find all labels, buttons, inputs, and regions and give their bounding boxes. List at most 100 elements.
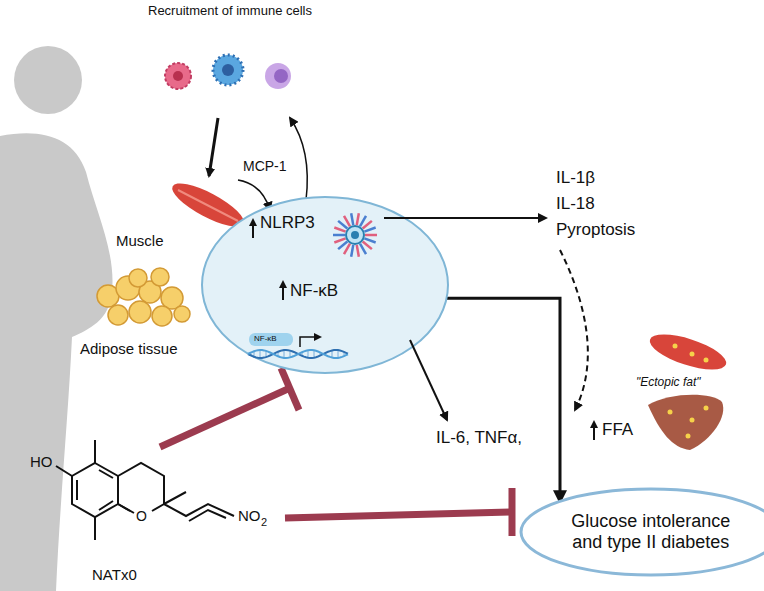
outcome-text: Glucose intolerance and type II diabetes: [561, 511, 741, 552]
drawing-part: [338, 241, 347, 249]
drawing-part: [72, 463, 118, 517]
drawing-part: [151, 268, 169, 286]
drawing-part: [364, 238, 375, 242]
drawing-part: [704, 358, 709, 363]
caption-label: Recruitment of immune cells: [142, 4, 318, 19]
drawing-part: [686, 434, 691, 439]
drawing-part: [344, 244, 350, 254]
atom-label: O: [136, 508, 147, 524]
drawing-part: [410, 340, 447, 420]
drawing-part: [248, 350, 348, 358]
drawing-part: [160, 388, 290, 447]
drawing-part: [77, 470, 113, 510]
atom-label: NO: [238, 507, 261, 524]
outcome-ellipse: Glucose intolerance and type II diabetes: [518, 486, 764, 578]
drawing-part: [360, 216, 366, 226]
drawing-part: [56, 440, 134, 540]
cell-arrows: [384, 218, 546, 420]
drawing-part: [351, 231, 359, 239]
process-label: Pyroptosis: [556, 220, 635, 240]
drawing-part: [164, 492, 234, 516]
drawing-part: [274, 69, 288, 83]
drawing-part: [560, 250, 588, 410]
drawing-part: [290, 118, 307, 200]
drawing-part: [704, 406, 709, 411]
ellipse-shape: [521, 489, 764, 575]
nfkb-pill: [249, 333, 293, 346]
drawing-part: [248, 350, 348, 358]
drawing-part: [351, 213, 353, 225]
drawing-part: [165, 63, 191, 89]
drawing-part: [174, 306, 190, 322]
drawing-part: [334, 238, 345, 242]
drawing-part: [118, 463, 164, 511]
immune-cells: [165, 55, 291, 89]
drawing-part: [668, 410, 673, 415]
drawing-part: [14, 46, 82, 114]
drawing-part: [365, 234, 377, 237]
drawing-part: [357, 245, 359, 257]
drawing-part: [384, 217, 546, 219]
drawing-part: [646, 327, 730, 376]
atom-label: 2: [261, 516, 267, 529]
drawing-part: [260, 350, 261, 358]
flow-arrow: [447, 298, 560, 501]
person-silhouette: [0, 46, 113, 591]
drawing-part: [108, 305, 128, 325]
drawing-part: [690, 352, 695, 357]
drawing-part: [129, 301, 151, 323]
compound-name: NATx0: [92, 566, 137, 583]
drawing-part: [209, 118, 218, 176]
dna-icon: [248, 350, 348, 358]
up-arrows: [253, 220, 594, 440]
tissue-label: Muscle: [116, 232, 164, 249]
ellipse-shape: [202, 197, 448, 373]
drawing-part: [364, 227, 375, 231]
inhibition-bars: [160, 368, 512, 536]
drawing-part: [189, 510, 226, 521]
drawing-part: [363, 221, 372, 229]
drawing-part: [351, 245, 353, 257]
drawing-part: [673, 344, 678, 349]
drawing-part: [284, 350, 285, 358]
drawing-part: [593, 422, 595, 440]
drawing-part: [360, 244, 366, 254]
drawing-part: [308, 350, 309, 358]
factor-label: NF-κB: [254, 334, 277, 343]
drawing-part: [173, 71, 183, 81]
transcription-arrow: [300, 337, 320, 347]
drawing-part: [285, 512, 510, 518]
note-label: "Ectopic fat": [636, 376, 701, 390]
drawing-part: [252, 220, 254, 238]
drawing-part: [178, 190, 238, 221]
protein-label: NF-κB: [290, 281, 338, 301]
drawing-part: [129, 269, 147, 287]
drawing-part: [363, 241, 372, 249]
drawing-part: [213, 55, 243, 85]
drawing-part: [152, 306, 172, 326]
drawing-part: [346, 226, 364, 244]
drawing-part: [509, 488, 516, 536]
tissue-label: Adipose tissue: [80, 340, 178, 357]
cell-ellipse: NLRP3NF-κB: [200, 195, 450, 375]
drawing-part: [281, 368, 299, 410]
cytokine-label: IL-6, TNFα,: [436, 428, 522, 448]
cytokine-label: IL-1β: [556, 168, 595, 188]
cytokine-label: MCP-1: [243, 158, 287, 174]
drawing-part: [265, 63, 291, 89]
drawing-part: [333, 234, 345, 237]
drawing-part: [222, 64, 234, 76]
cytokine-label: IL-18: [556, 194, 595, 214]
metabolite-label: FFA: [602, 420, 633, 440]
molecule-structure: [56, 440, 234, 540]
drawing-part: [334, 227, 345, 231]
drawing-part: [648, 395, 723, 450]
drawing-part: [238, 180, 270, 210]
drawing-part: [357, 213, 359, 225]
adipose-icon: [97, 268, 190, 326]
drawing-part: [338, 350, 339, 358]
protein-label: NLRP3: [260, 213, 315, 233]
atom-label: HO: [30, 453, 53, 470]
drawing-part: [338, 221, 347, 229]
